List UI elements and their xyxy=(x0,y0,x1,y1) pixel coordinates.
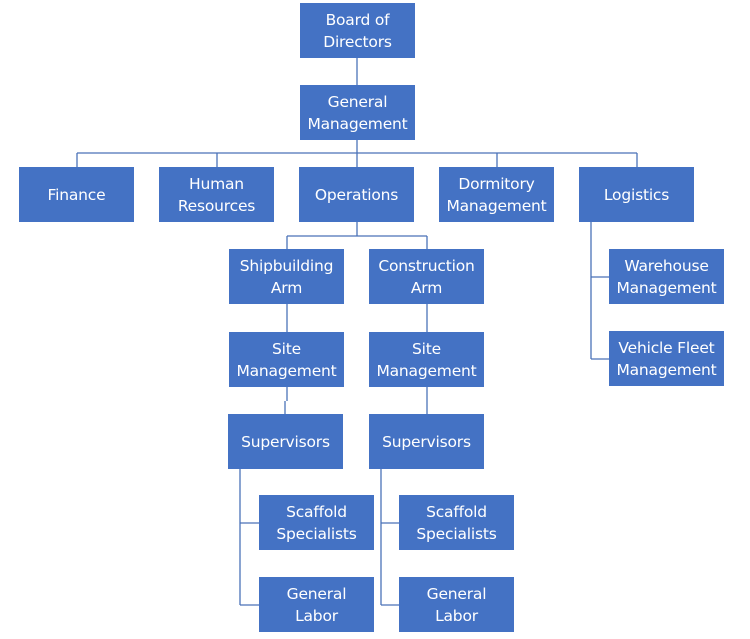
node-dormitory-management: Dormitory Management xyxy=(439,167,554,222)
node-general-management: General Management xyxy=(300,85,415,140)
node-label: Scaffold Specialists xyxy=(276,502,357,543)
node-label: Logistics xyxy=(603,185,670,204)
node-label: General Labor xyxy=(286,584,347,625)
node-cons-scaffold-specialists: Scaffold Specialists xyxy=(399,495,514,550)
node-label: Supervisors xyxy=(241,432,330,451)
node-label: Dormitory Management xyxy=(446,174,547,215)
node-label: General Management xyxy=(307,92,408,133)
node-ship-site-management: Site Management xyxy=(229,332,344,387)
node-label: Human Resources xyxy=(177,174,256,215)
node-label: Shipbuilding Arm xyxy=(239,256,334,297)
node-cons-site-management: Site Management xyxy=(369,332,484,387)
node-label: Supervisors xyxy=(382,432,471,451)
node-label: General Labor xyxy=(426,584,487,625)
node-ship-supervisors: Supervisors xyxy=(228,414,343,469)
node-label: Construction Arm xyxy=(378,256,475,297)
node-warehouse-management: Warehouse Management xyxy=(609,249,724,304)
node-label: Site Management xyxy=(376,339,477,380)
node-ship-scaffold-specialists: Scaffold Specialists xyxy=(259,495,374,550)
node-construction-arm: Construction Arm xyxy=(369,249,484,304)
node-label: Scaffold Specialists xyxy=(416,502,497,543)
node-shipbuilding-arm: Shipbuilding Arm xyxy=(229,249,344,304)
node-vehicle-fleet-management: Vehicle Fleet Management xyxy=(609,331,724,386)
node-human-resources: Human Resources xyxy=(159,167,274,222)
node-logistics: Logistics xyxy=(579,167,694,222)
node-operations: Operations xyxy=(299,167,414,222)
node-finance: Finance xyxy=(19,167,134,222)
node-label: Site Management xyxy=(236,339,337,380)
node-label: Finance xyxy=(47,185,106,204)
node-label: Operations xyxy=(314,185,399,204)
node-board-of-directors: Board of Directors xyxy=(300,3,415,58)
node-ship-general-labor: General Labor xyxy=(259,577,374,632)
node-cons-general-labor: General Labor xyxy=(399,577,514,632)
node-cons-supervisors: Supervisors xyxy=(369,414,484,469)
node-label: Vehicle Fleet Management xyxy=(616,338,717,379)
node-label: Board of Directors xyxy=(323,10,392,51)
node-label: Warehouse Management xyxy=(616,256,717,297)
